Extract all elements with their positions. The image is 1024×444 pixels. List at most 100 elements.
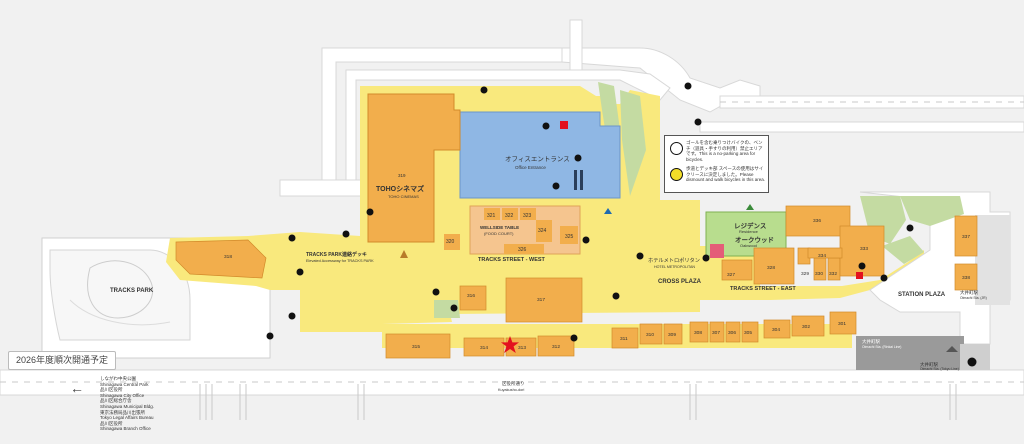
office-entrance-label: オフィスエントランス [505,155,570,163]
legend-line: Shinagawa Branch Office [100,426,151,432]
unit-336: 336 [813,218,821,224]
no-bicycle-icon [670,142,683,155]
stairs-icon [432,288,440,296]
street-labels: TRACKS STREET - WEST TRACKS STREET - EAS… [306,251,946,392]
hotel-label-group: ホテルメトロポリタン HOTEL METROPOLITAN [648,256,700,269]
street-west-label: TRACKS STREET - WEST [478,257,546,263]
unit-316: 316 [467,293,475,299]
station-rinkai-label: 大井町駅 [862,338,880,345]
elevator-icon [542,122,550,130]
stairs-icon [480,86,488,94]
facility-icons [266,82,977,367]
unit-305: 305 [744,330,752,336]
unit-309: 309 [668,332,676,338]
unit-310: 310 [646,332,654,338]
station-tokyu-label: 大井町駅 [920,361,938,368]
aed-icon [856,272,863,279]
office-building: オフィスエントランス Office Entrance [459,111,621,199]
unit-307: 307 [712,330,720,336]
restroom-marker-icon [702,254,710,262]
station-jr-en: Oimachi Sta. (JR) [960,296,987,300]
up-arrow-icon [946,346,958,352]
unit-327: 327 [727,272,735,278]
stairs-icon [880,274,888,282]
info-icon [582,236,590,244]
aed-icon [560,121,568,129]
road-label: 区役所通り [502,380,525,387]
unit-324: 324 [538,228,547,234]
stairs-icon [296,268,304,276]
unit-322: 322 [505,213,514,219]
unit-320: 320 [446,239,455,245]
unit-325: 325 [565,234,574,240]
notice-row-2: 歩道とデッキ部 スペースの使用はサイクリースに決定しました。Please dis… [668,165,766,187]
restroom-marker-icon [858,262,866,270]
road-lane-marks [0,101,1024,420]
hotel-label: ホテルメトロポリタン [648,256,700,264]
unit-329: 329 [801,271,809,277]
residence-label: レジデンス [734,221,766,230]
unit-318: 318 [224,254,232,260]
stairs-icon [612,292,620,300]
unit-328: 328 [767,265,775,271]
stairs-icon [636,252,644,260]
unit-319: 319 [398,173,406,178]
notice-row-1: ゴールを含む乗りつけバイクの、ベンチ（遊具・手すりの利用）禁止エリアです。Thi… [668,139,766,162]
elevator-icon [366,208,374,216]
residence-en: Residence [739,229,759,234]
current-location-star-icon [501,336,519,353]
triangle-marker-icon [604,208,612,214]
toho-cinemas: 319 TOHOシネマズ TOHO CINEMAS [367,93,461,243]
restroom-marker-icon [288,312,296,320]
cross-plaza-label: CROSS PLAZA [658,279,702,285]
unit-321: 321 [487,213,496,219]
legend-line: しながわ中央公園 [100,376,136,381]
unit-306: 306 [728,330,736,336]
notice-text-2: 歩道とデッキ部 スペースの使用はサイクリースに決定しました。Please dis… [686,166,766,182]
station-jr-label: 大井町駅 [960,289,978,296]
escalator-icon [288,234,296,242]
legend-line: Tokyo Legal Affairs Bureau [100,415,154,421]
unit-332: 332 [829,271,837,277]
toho-label: TOHOシネマズ [376,184,424,193]
legend-line: 東京法務局品川出張所 [100,409,145,415]
shops [175,205,978,359]
access-deck-label: TRACKS PARK連絡デッキ [306,251,367,258]
residence-label2: オークウッド [735,235,774,244]
unit-302: 302 [802,324,810,330]
unit-333: 333 [860,246,868,252]
road-label-en: Kuyakusho-dori [498,388,525,392]
unit-301: 301 [838,321,846,327]
unit-330: 330 [815,271,823,277]
stairs-icon [684,82,692,90]
unit-308: 308 [694,330,702,336]
legend-line: 品川区総合庁舎 [100,398,132,404]
stairs-icon [906,224,914,232]
restroom-marker-icon [342,230,350,238]
unit-315: 315 [412,344,420,350]
escalator-icon [694,118,702,126]
unit-323: 323 [523,213,532,219]
hotel-label-en: HOTEL METROPOLITAN [654,265,695,269]
legend-line: 品川区役所 [100,387,123,393]
left-arrow-icon: ← [70,380,84,396]
legend-line: 品川区役所 [100,420,123,426]
legend-line: Shinagawa Central Park [100,381,149,387]
station-rinkai-en: Oimachi Sta. (Rinkai Line) [862,345,901,349]
street-east-label: TRACKS STREET - EAST [730,286,796,292]
stairs-icon [574,154,582,162]
walk-bicycle-icon [670,168,683,181]
notice-text-1: ゴールを含む乗りつけバイクの、ベンチ（遊具・手すりの利用）禁止エリアです。Thi… [686,140,763,162]
elevator-icon [967,357,977,367]
food-court-sub: (FOOD COURT) [484,231,514,236]
notice-box: ゴールを含む乗りつけバイクの、ベンチ（遊具・手すりの利用）禁止エリアです。Thi… [664,135,769,193]
direction-legend: ← しながわ中央公園 Shinagawa Central Park 品川区役所 … [70,376,160,432]
restroom-marker-icon [266,332,274,340]
office-entrance-en: Office Entrance [515,165,546,170]
food-court-label: WELLSIDE TABLE [480,225,519,230]
unit-304: 304 [772,327,780,333]
unit-317: 317 [537,297,545,303]
map-markers [400,204,958,353]
triangle-marker-icon [400,250,408,258]
